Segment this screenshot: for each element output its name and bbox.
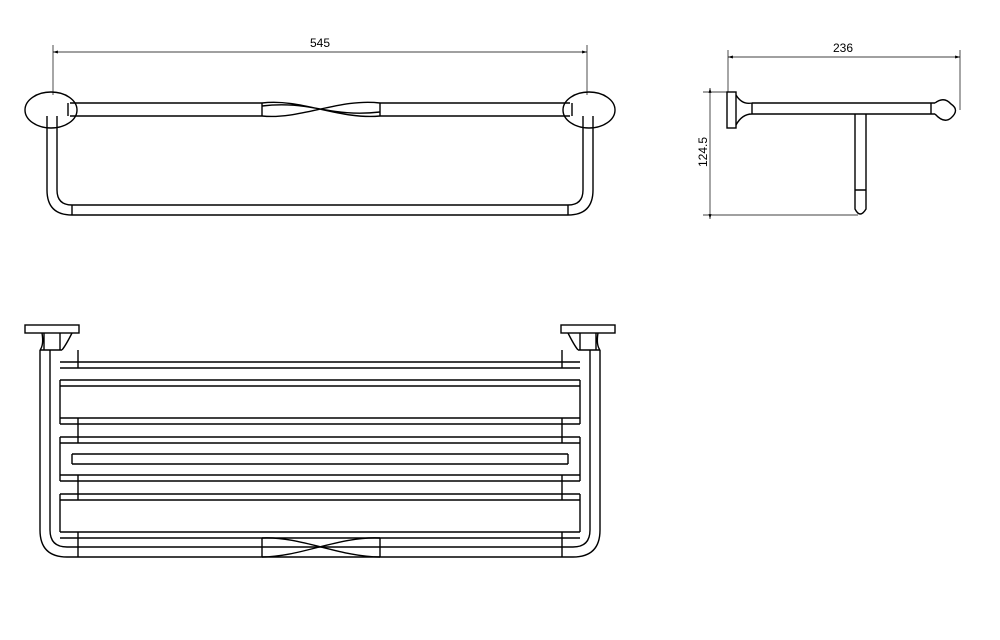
- width-dimension-label: 545: [310, 36, 330, 50]
- right-mount-neck: [567, 332, 601, 351]
- depth-dimension-label: 236: [833, 41, 853, 55]
- shelf-slats: [60, 361, 580, 539]
- right-end-cap: [562, 91, 616, 129]
- towel-bar-loop: [46, 116, 594, 216]
- flange: [735, 94, 753, 126]
- height-dimension-label: 124.5: [696, 137, 710, 167]
- right-mount-plate: [560, 324, 616, 334]
- side-rod: [752, 102, 935, 115]
- top-rod: [67, 102, 573, 117]
- side-leg: [854, 114, 867, 215]
- left-end-cap: [24, 91, 78, 129]
- twist-section: [261, 101, 381, 118]
- slat-joints: [59, 350, 581, 557]
- plan-view: [24, 324, 616, 558]
- plan-twist-section: [261, 537, 381, 558]
- left-mount-plate: [24, 324, 80, 334]
- side-view: 236 124.5: [696, 41, 961, 219]
- left-mount-neck: [39, 332, 73, 351]
- side-end-cap: [934, 99, 957, 121]
- wall-plate: [726, 91, 737, 129]
- front-view: 545: [24, 36, 616, 216]
